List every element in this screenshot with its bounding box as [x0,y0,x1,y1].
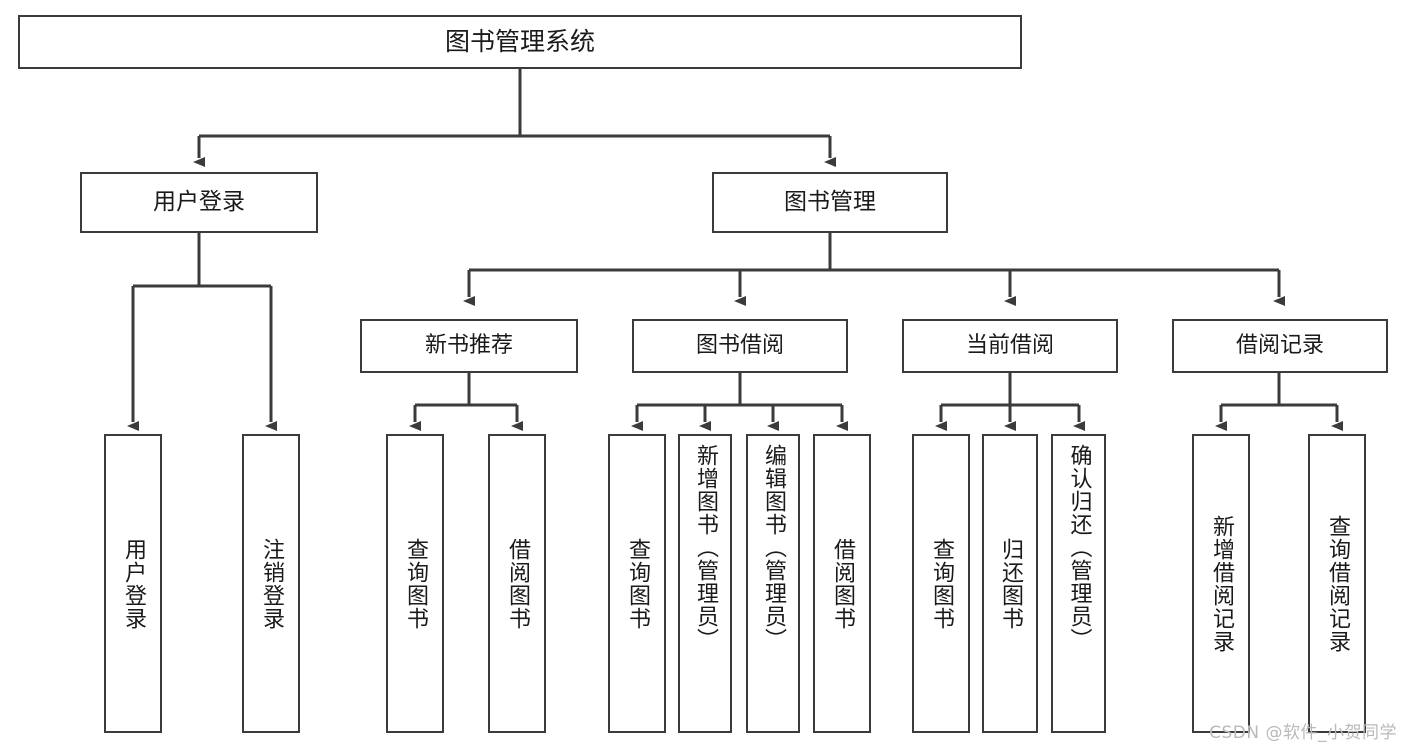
leaf-borrow-book-new-book-label: 借阅图书 [505,537,530,630]
node-root-system[interactable]: 图书管理系统 [18,15,1022,69]
node-user-login-label: 用户登录 [153,188,245,215]
leaf-logout[interactable]: 注销登录 [242,434,300,733]
leaf-borrow-book-borrowing[interactable]: 借阅图书 [813,434,871,733]
leaf-user-login-label: 用户登录 [121,537,146,630]
node-current-borrowing[interactable]: 当前借阅 [902,319,1118,373]
edge-user-login-to-leaves [127,233,277,431]
leaf-query-book-current-label: 查询图书 [929,537,954,630]
edge-book-manage-to-level3 [463,233,1285,306]
leaf-confirm-return-admin-label: 确认归还（管理员） [1066,444,1092,651]
edge-borrow-record-to-leaves [1215,373,1343,431]
leaf-return-book-label: 归还图书 [998,537,1023,630]
leaf-add-book-admin-label: 新增图书（管理员） [693,444,718,651]
leaf-query-book-borrowing-label: 查询图书 [625,537,650,630]
leaf-borrow-book-borrowing-label: 借阅图书 [830,537,855,630]
leaf-edit-book-admin[interactable]: 编辑图书（管理员） [746,434,800,733]
leaf-add-book-admin[interactable]: 新增图书（管理员） [678,434,732,733]
csdn-watermark: CSDN @软件_小贺同学 [1209,723,1397,743]
node-book-manage[interactable]: 图书管理 [712,172,948,233]
node-borrowing-record[interactable]: 借阅记录 [1172,319,1388,373]
leaf-edit-book-admin-label: 编辑图书（管理员） [761,444,786,651]
edge-book-borrow-to-leaves [631,373,848,431]
leaf-logout-label: 注销登录 [259,537,284,630]
leaf-query-book-borrowing[interactable]: 查询图书 [608,434,666,733]
edge-current-borrow-to-leaves [935,373,1085,431]
leaf-confirm-return-admin[interactable]: 确认归还（管理员） [1051,434,1106,733]
leaf-query-borrow-record[interactable]: 查询借阅记录 [1308,434,1366,733]
leaf-borrow-book-new-book[interactable]: 借阅图书 [488,434,546,733]
leaf-query-book-new-book-label: 查询图书 [403,537,428,630]
edge-root-to-level2 [193,69,836,167]
node-new-book-recommendation[interactable]: 新书推荐 [360,319,578,373]
leaf-query-book-new-book[interactable]: 查询图书 [386,434,444,733]
leaf-user-login[interactable]: 用户登录 [104,434,162,733]
node-new-book-recommendation-label: 新书推荐 [424,332,513,358]
leaf-add-borrow-record-label: 新增借阅记录 [1209,514,1234,653]
node-book-manage-label: 图书管理 [784,188,876,215]
edge-new-book-rec-to-leaves [409,373,523,431]
leaf-query-book-current[interactable]: 查询图书 [912,434,970,733]
node-borrowing-record-label: 借阅记录 [1235,332,1324,358]
node-user-login[interactable]: 用户登录 [80,172,318,233]
node-root-system-label: 图书管理系统 [444,27,595,56]
leaf-query-borrow-record-label: 查询借阅记录 [1325,514,1350,653]
node-current-borrowing-label: 当前借阅 [965,332,1054,358]
leaf-return-book[interactable]: 归还图书 [982,434,1038,733]
node-book-borrowing[interactable]: 图书借阅 [632,319,848,373]
node-book-borrowing-label: 图书借阅 [695,332,784,358]
leaf-add-borrow-record[interactable]: 新增借阅记录 [1192,434,1250,733]
